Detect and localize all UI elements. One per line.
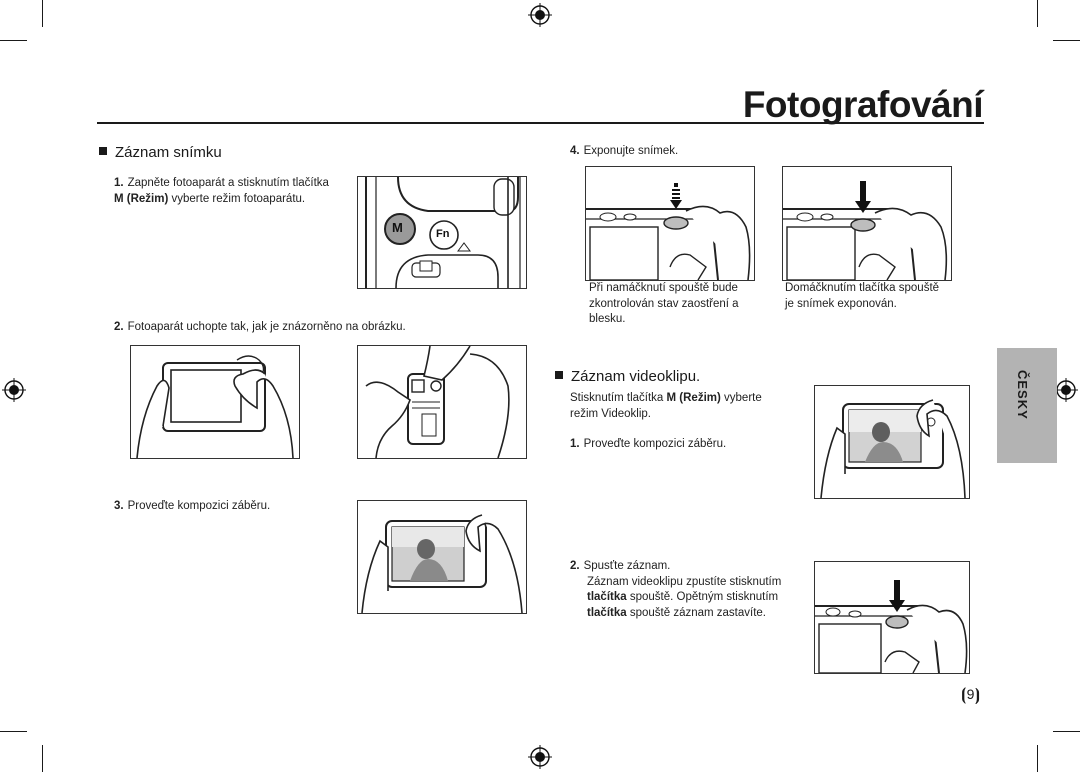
mode-button-label: M — [392, 220, 403, 235]
caption-full-press: Domáčknutím tlačítka spouště je snímek e… — [785, 282, 940, 310]
section-title-photo: Záznam snímku — [99, 144, 222, 161]
section-title-video: Záznam videoklipu. — [555, 368, 700, 385]
crop-mark — [42, 0, 43, 27]
page-title: Fotografování — [742, 84, 984, 125]
registration-mark-icon — [2, 378, 26, 402]
page-number: ⦗9⦘ — [961, 685, 981, 704]
registration-mark-icon — [528, 745, 552, 769]
bullet-square-icon — [99, 147, 107, 155]
figure-full-press — [782, 166, 952, 281]
language-tab: ČESKY — [997, 348, 1057, 463]
video-step2-text: 2.Spusťte záznam. Záznam videoklipu zpus… — [570, 560, 782, 619]
registration-mark-icon — [1054, 378, 1078, 402]
caption-half-press: Při namáčknutí spouště bude zkontrolován… — [589, 282, 739, 325]
language-tab-label: ČESKY — [1015, 370, 1030, 420]
figure-compose-shot — [357, 500, 527, 614]
video-step1-text: 1.Proveďte kompozici záběru. — [570, 438, 727, 450]
step1-text: 1.Zapněte fotoaparát a stisknutím tlačít… — [114, 177, 329, 205]
crop-mark — [1037, 745, 1038, 772]
page-number-close-bracket: ⦘ — [974, 685, 981, 704]
title-rule — [97, 122, 984, 124]
video-intro-text: Stisknutím tlačítka M (Režim) vyberte re… — [570, 392, 762, 420]
bullet-square-icon — [555, 371, 563, 379]
crop-mark — [1053, 40, 1080, 41]
fn-button-label: Fn — [436, 228, 450, 240]
figure-video-compose — [814, 385, 970, 499]
figure-mode-button: M Fn — [357, 176, 527, 289]
figure-half-press — [585, 166, 755, 281]
crop-mark — [1037, 0, 1038, 27]
crop-mark — [1053, 731, 1080, 732]
page-number-open-bracket: ⦗ — [961, 685, 967, 704]
step4-text: 4.Exponujte snímek. — [570, 145, 679, 157]
crop-mark — [0, 731, 27, 732]
figure-grip-landscape — [130, 345, 300, 459]
step3-text: 3.Proveďte kompozici záběru. — [114, 500, 271, 512]
crop-mark — [0, 40, 27, 41]
registration-mark-icon — [528, 3, 552, 27]
crop-mark — [42, 745, 43, 772]
figure-video-record — [814, 561, 970, 674]
step2-text: 2.Fotoaparát uchopte tak, jak je znázorn… — [114, 321, 406, 333]
figure-grip-portrait — [357, 345, 527, 459]
